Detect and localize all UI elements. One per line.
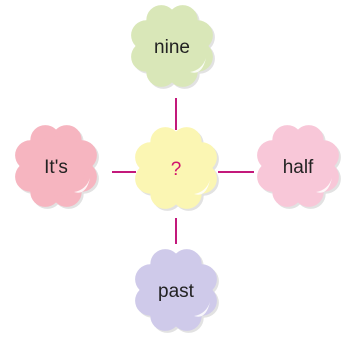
flower-right-label: half [283, 157, 314, 178]
flower-center: ? [135, 127, 219, 211]
flower-top-shape [131, 5, 215, 89]
connectors [112, 98, 254, 244]
flower-right: half [257, 125, 341, 209]
flower-top: nine [131, 5, 215, 89]
flower-bottom-label: past [158, 281, 195, 302]
flower-bottom: past [135, 249, 219, 333]
flower-left-shape [15, 125, 99, 209]
flower-right-shape [257, 125, 341, 209]
flower-top-label: nine [154, 37, 190, 58]
flower-left-label: It's [44, 157, 68, 178]
flower-center-label: ? [171, 159, 182, 180]
flower-bottom-shape [135, 249, 219, 333]
flower-left: It's [15, 125, 99, 209]
flower-center-shape [135, 127, 219, 211]
